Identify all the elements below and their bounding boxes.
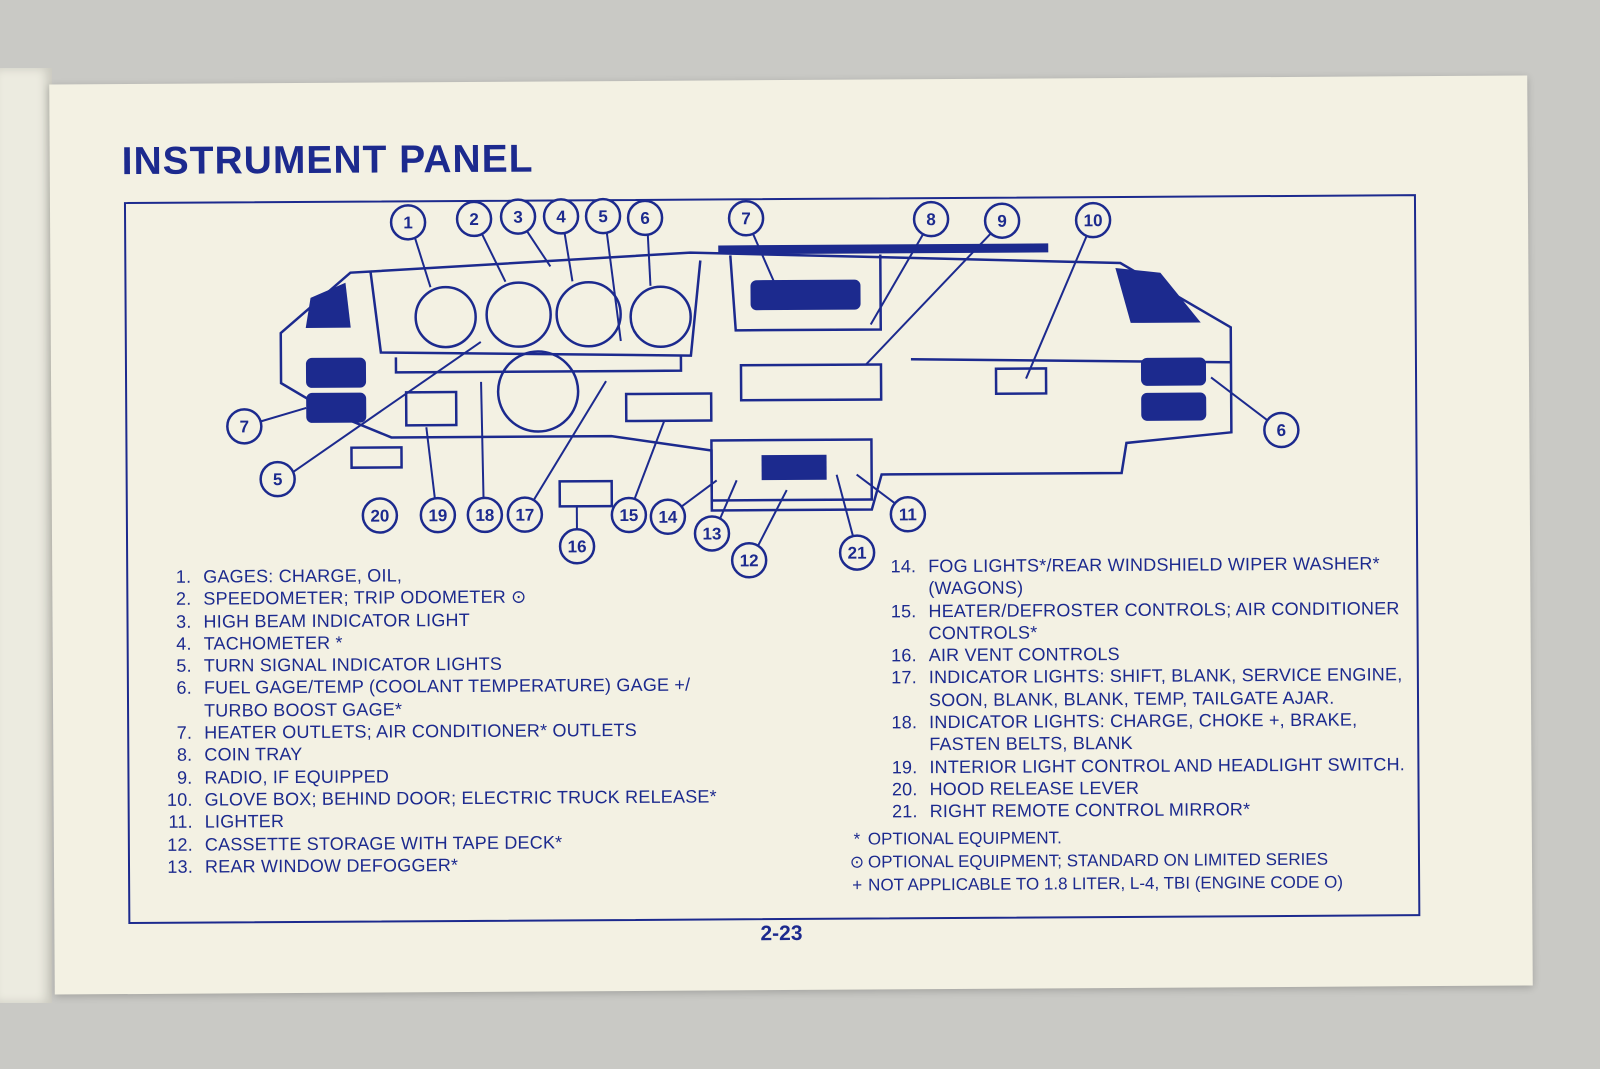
callout-2: 2 — [455, 200, 493, 238]
callout-7-left: 7 — [226, 408, 263, 445]
legend-item: 6.FUEL GAGE/TEMP (COOLANT TEMPERATURE) G… — [176, 675, 691, 699]
callout-8: 8 — [912, 200, 950, 238]
svg-text:16: 16 — [568, 537, 587, 556]
legend-item: 13.REAR WINDOW DEFOGGER* — [167, 854, 459, 877]
svg-text:7: 7 — [240, 417, 250, 436]
manual-page: INSTRUMENT PANEL — [49, 75, 1533, 995]
callout-5-left: 5 — [259, 460, 296, 498]
callout-19: 19 — [419, 496, 457, 534]
callout-14: 14 — [649, 498, 687, 536]
svg-text:21: 21 — [848, 544, 867, 563]
legend-item-cont: SOON, BLANK, BLANK, TEMP, TAILGATE AJAR. — [928, 687, 1335, 710]
callout-12: 12 — [730, 542, 768, 579]
svg-text:5: 5 — [598, 207, 608, 226]
svg-text:17: 17 — [515, 506, 534, 525]
svg-text:20: 20 — [370, 506, 389, 525]
legend-item: 7.HEATER OUTLETS; AIR CONDITIONER* OUTLE… — [176, 720, 637, 743]
svg-text:18: 18 — [475, 506, 494, 525]
svg-text:15: 15 — [619, 506, 638, 525]
callout-21: 21 — [838, 534, 876, 571]
callout-6-right: 6 — [1263, 411, 1300, 449]
legend-item: 16.AIR VENT CONTROLS — [891, 644, 1120, 666]
callout-7: 7 — [727, 200, 765, 237]
callout-20: 20 — [361, 497, 399, 534]
gauge-cluster — [414, 280, 692, 349]
legend-item: 21.RIGHT REMOTE CONTROL MIRROR* — [892, 799, 1251, 822]
svg-text:2: 2 — [469, 210, 479, 229]
svg-text:7: 7 — [741, 209, 751, 228]
footnote: *OPTIONAL EQUIPMENT. — [853, 828, 1062, 849]
callout-10: 10 — [1074, 201, 1112, 239]
legend-right: 14.FOG LIGHTS*/REAR WINDSHIELD WIPER WAS… — [872, 552, 1405, 823]
callout-17: 17 — [506, 496, 544, 533]
legend-item: 20.HOOD RELEASE LEVER — [891, 777, 1140, 800]
callout-5: 5 — [584, 197, 622, 235]
legend-item: 10.GLOVE BOX; BEHIND DOOR; ELECTRIC TRUC… — [166, 786, 717, 810]
vents — [305, 243, 1207, 481]
svg-text:12: 12 — [740, 551, 759, 570]
svg-text:13: 13 — [702, 524, 721, 543]
callout-13: 13 — [693, 515, 731, 552]
leader-lines — [261, 217, 1277, 558]
legend-item: 14.FOG LIGHTS*/REAR WINDSHIELD WIPER WAS… — [890, 553, 1380, 577]
legend-left: 1.GAGES: CHARGE, OIL, 2.SPEEDOMETER; TRI… — [147, 562, 717, 878]
callout-9: 9 — [983, 202, 1021, 239]
legend-item-cont: CONTROLS* — [928, 622, 1038, 644]
callout-3: 3 — [499, 198, 537, 235]
svg-text:3: 3 — [513, 208, 523, 227]
instrument-panel-diagram: 1 2 3 4 5 6 7 8 9 10 7 5 20 19 18 17 16 … — [226, 197, 1300, 579]
callout-11: 11 — [889, 496, 927, 533]
svg-text:11: 11 — [899, 505, 917, 524]
legend-item-cont: (WAGONS) — [928, 577, 1024, 599]
legend-item: 18.INDICATOR LIGHTS: CHARGE, CHOKE +, BR… — [891, 709, 1358, 733]
legend-item: 19.INTERIOR LIGHT CONTROL AND HEADLIGHT … — [891, 753, 1406, 778]
page-number: 2-23 — [760, 921, 803, 946]
callout-4: 4 — [542, 198, 580, 235]
svg-text:1: 1 — [403, 213, 413, 232]
svg-text:6: 6 — [640, 209, 650, 228]
callout-6: 6 — [626, 199, 664, 237]
svg-text:8: 8 — [926, 210, 936, 229]
svg-text:6: 6 — [1277, 421, 1287, 440]
svg-text:19: 19 — [428, 506, 447, 525]
footnote: +NOT APPLICABLE TO 1.8 LITER, L-4, TBI (… — [852, 872, 1344, 895]
legend-item-cont: FASTEN BELTS, BLANK — [929, 733, 1133, 755]
callout-18: 18 — [466, 496, 504, 534]
callout-1: 1 — [389, 204, 427, 241]
legend-item: 17.INDICATOR LIGHTS: SHIFT, BLANK, SERVI… — [891, 664, 1403, 688]
facing-page-edge — [0, 68, 52, 1003]
dashboard-outline — [279, 251, 1233, 512]
callout-16: 16 — [558, 528, 596, 565]
callout-markers: 1 2 3 4 5 6 7 8 9 10 7 5 20 19 18 17 16 … — [226, 197, 1300, 579]
svg-text:14: 14 — [658, 508, 678, 527]
footnotes: *OPTIONAL EQUIPMENT. ⊙OPTIONAL EQUIPMENT… — [846, 825, 1343, 897]
svg-text:4: 4 — [556, 207, 566, 226]
legend-item: 15.HEATER/DEFROSTER CONTROLS; AIR CONDIT… — [890, 597, 1400, 621]
svg-text:9: 9 — [997, 212, 1007, 231]
svg-text:5: 5 — [273, 470, 283, 489]
footnote: ⊙OPTIONAL EQUIPMENT; STANDARD ON LIMITED… — [849, 849, 1329, 872]
callout-15: 15 — [610, 496, 648, 534]
svg-text:10: 10 — [1084, 211, 1103, 230]
